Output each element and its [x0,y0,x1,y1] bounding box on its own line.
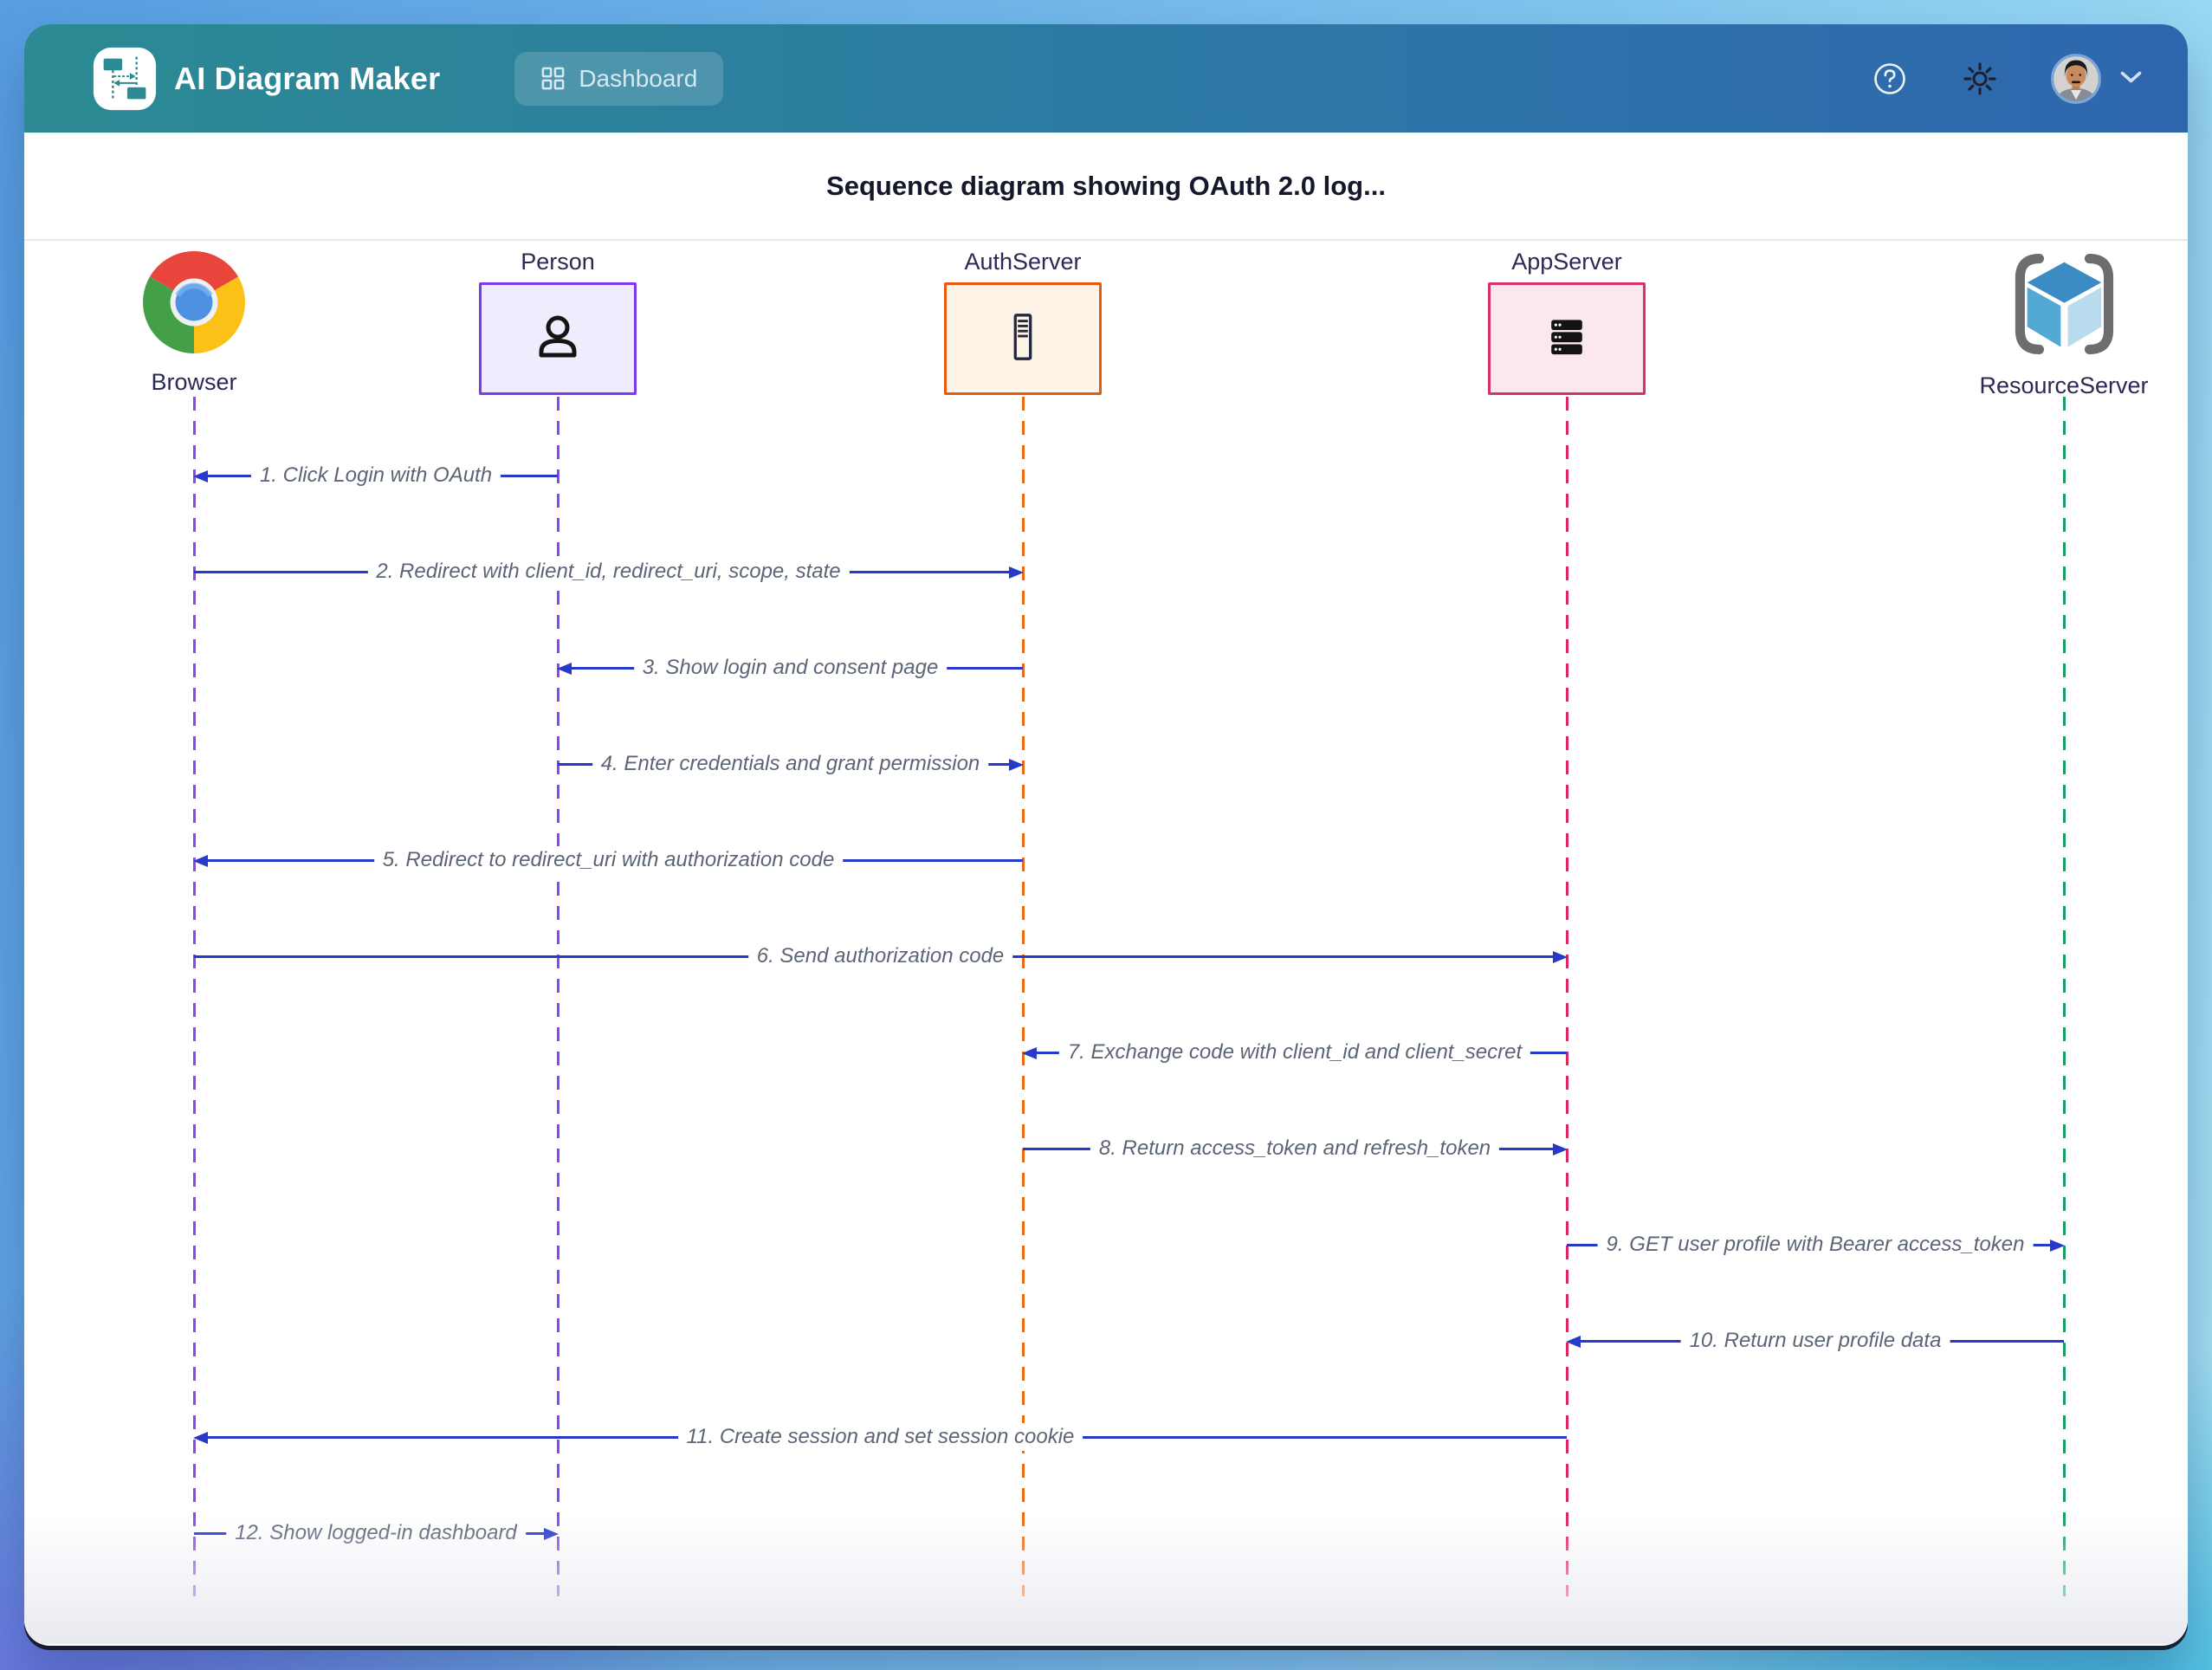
message-9: 9. GET user profile with Bearer access_t… [1567,1231,2065,1259]
arrowhead-icon [2050,1239,2065,1252]
server-tower-icon [996,310,1050,368]
lifeline-ResourceServer [2062,397,2066,1596]
message-4: 4. Enter credentials and grant permissio… [558,750,1024,778]
message-12: 12. Show logged-in dashboard [194,1519,559,1547]
arrowhead-icon [193,1431,208,1444]
message-11: 11. Create session and set session cooki… [193,1423,1567,1451]
arrowhead-icon [1553,950,1568,963]
server-stack-icon [1541,311,1593,367]
lifeline-AuthServer [1021,397,1025,1596]
actor-label-AppServer: AppServer [1511,249,1622,275]
user-menu-button[interactable] [2050,53,2143,105]
help-button[interactable] [1872,61,1908,97]
sequence-diagram-logo-icon [91,45,158,113]
theme-toggle-button[interactable] [1962,61,1998,97]
message-10: 10. Return user profile data [1566,1327,2064,1355]
message-8: 8. Return access_token and refresh_token [1023,1135,1568,1162]
message-6: 6. Send authorization code [194,942,1568,970]
grid-icon [541,67,565,90]
actor-Browser[interactable]: Browser [136,241,252,396]
arrowhead-icon [557,662,572,675]
actor-label-ResourceServer: ResourceServer [1979,372,2149,398]
actor-box-AuthServer [944,282,1102,395]
actor-label-Browser: Browser [151,369,237,395]
message-label-6: 6. Send authorization code [747,942,1013,970]
message-label-5: 5. Redirect to redirect_uri with authori… [373,846,844,874]
arrowhead-icon [1553,1142,1568,1155]
message-label-10: 10. Return user profile data [1680,1327,1950,1355]
arrowhead-icon [193,469,208,482]
message-label-2: 2. Redirect with client_id, redirect_uri… [367,558,850,586]
message-2: 2. Redirect with client_id, redirect_uri… [194,558,1024,586]
message-5: 5. Redirect to redirect_uri with authori… [193,846,1023,874]
message-label-8: 8. Return access_token and refresh_token [1090,1135,1500,1162]
message-7: 7. Exchange code with client_id and clie… [1022,1039,1567,1066]
actor-ResourceServer[interactable]: ResourceServer [1979,241,2149,399]
person-icon [530,309,585,369]
dashboard-button[interactable]: Dashboard [514,51,724,106]
message-label-1: 1. Click Login with OAuth [250,462,501,489]
arrowhead-icon [193,854,208,867]
arrowhead-icon [1009,758,1024,771]
arrowhead-icon [544,1527,559,1540]
message-label-11: 11. Create session and set session cooki… [677,1423,1083,1451]
diagram-title: Sequence diagram showing OAuth 2.0 log..… [826,170,1386,201]
lifeline-Browser [192,397,196,1596]
actor-AppServer[interactable]: AppServer [1488,241,1646,395]
circle-question-icon [1874,62,1905,94]
app-window: AI Diagram Maker Dashboard [24,24,2188,1646]
message-label-7: 7. Exchange code with client_id and clie… [1058,1039,1531,1066]
message-label-4: 4. Enter credentials and grant permissio… [592,750,989,778]
message-label-12: 12. Show logged-in dashboard [226,1519,526,1547]
actor-AuthServer[interactable]: AuthServer [944,241,1102,395]
message-label-3: 3. Show login and consent page [633,654,948,682]
message-1: 1. Click Login with OAuth [193,462,558,489]
actor-box-AppServer [1488,282,1646,395]
app-header: AI Diagram Maker Dashboard [24,24,2188,133]
lifeline-Person [556,397,559,1596]
actor-label-AuthServer: AuthServer [964,249,1082,275]
arrowhead-icon [1022,1046,1037,1059]
arrowhead-icon [1566,1335,1581,1348]
chrome-browser-icon [136,244,252,360]
dashboard-button-label: Dashboard [579,64,698,92]
chevron-down-icon [2119,70,2143,87]
message-label-9: 9. GET user profile with Bearer access_t… [1597,1231,2034,1259]
actor-box-Person [479,282,637,395]
message-3: 3. Show login and consent page [557,654,1023,682]
arrowhead-icon [1009,566,1024,579]
actor-Person[interactable]: Person [479,241,637,395]
lifeline-AppServer [1565,397,1568,1596]
diagram-title-band: Sequence diagram showing OAuth 2.0 log..… [24,133,2188,241]
actor-label-Person: Person [521,249,595,275]
app-title: AI Diagram Maker [174,60,441,96]
avatar [2051,53,2101,104]
cube-api-icon [2004,244,2124,364]
sun-icon [1963,61,1996,95]
